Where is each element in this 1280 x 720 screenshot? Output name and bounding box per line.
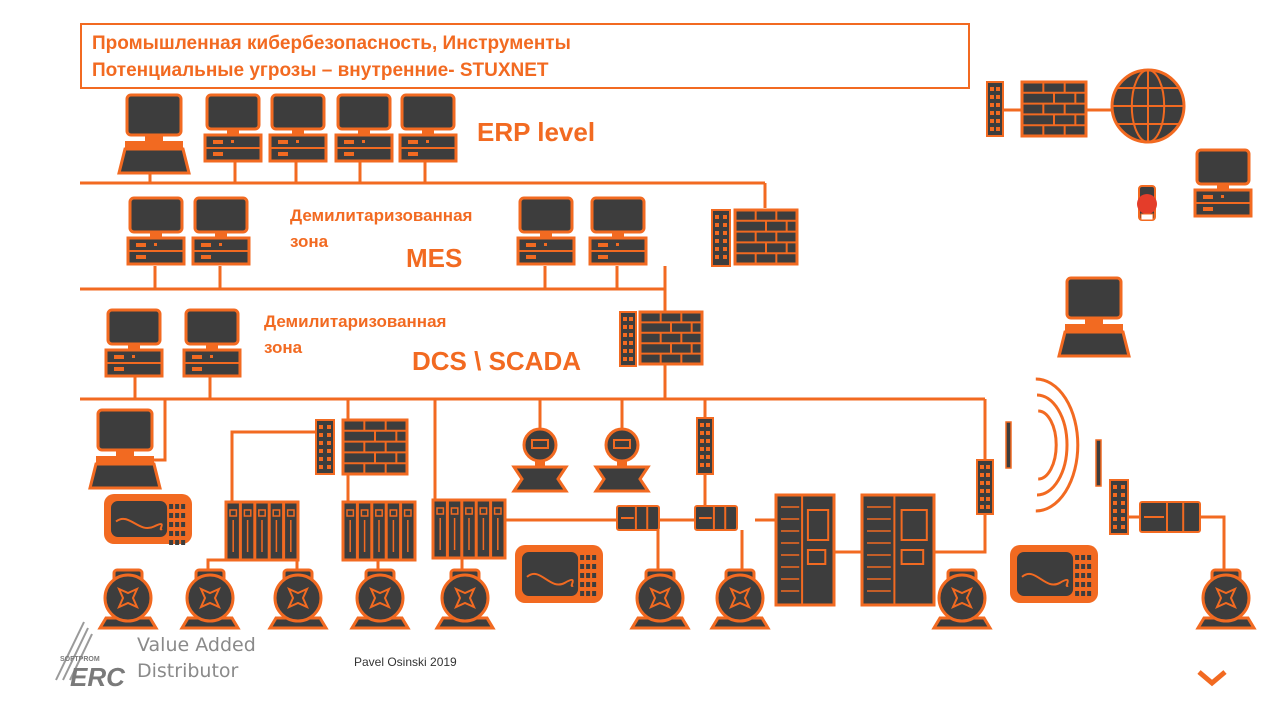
desktop-pc-icon (104, 308, 164, 378)
terminal-icon (1057, 276, 1131, 358)
switch-icon (315, 419, 335, 475)
switch-icon (711, 209, 731, 267)
motor-icon (179, 568, 241, 630)
motor-icon (97, 568, 159, 630)
io-module-icon (616, 505, 660, 531)
flowmeter-icon (593, 427, 651, 493)
io-module-icon (694, 505, 738, 531)
dmz-mes-label-1: Демилитаризованная (290, 206, 473, 225)
tagline-line-2: Distributor (137, 660, 239, 682)
logo-small-text: SOFTPROM (60, 656, 100, 663)
motor-icon (434, 568, 496, 630)
desktop-pc-icon (334, 93, 394, 163)
dmz-mes-label-2: зона (290, 232, 329, 251)
control-cabinet-icon (860, 493, 936, 607)
flowmeter-icon (511, 427, 569, 493)
switch-icon (986, 81, 1004, 137)
desktop-pc-icon (268, 93, 328, 163)
title-line-1: Промышленная кибербезопасность, Инструме… (92, 33, 571, 54)
plc-rack-icon (431, 498, 507, 560)
internet-globe-icon (1110, 68, 1186, 144)
desktop-pc-icon (516, 196, 576, 266)
firewall-icon (1020, 80, 1088, 138)
chevron-down-icon[interactable] (1196, 668, 1228, 688)
firewall-icon (733, 208, 799, 266)
hmi-panel-icon (1010, 545, 1098, 603)
dmz-dcs-label-1: Демилитаризованная (264, 312, 447, 331)
logo-text: ERC (70, 662, 125, 692)
firewall-icon (638, 310, 704, 366)
dcs-scada-label: DCS \ SCADA (412, 346, 582, 376)
desktop-pc-icon (398, 93, 458, 163)
title-line-2: Потенциальные угрозы – внутренние- STUXN… (92, 60, 549, 81)
desktop-pc-icon (588, 196, 648, 266)
control-cabinet-icon (774, 493, 836, 607)
antenna-icon (1005, 421, 1012, 469)
switch-icon (976, 459, 994, 515)
dmz-dcs-label-2: зона (264, 338, 303, 357)
switch-icon (696, 417, 714, 475)
io-module-icon (1139, 501, 1201, 533)
plc-rack-icon (224, 500, 300, 562)
motor-icon (629, 568, 691, 630)
motor-icon (1195, 568, 1257, 630)
hmi-panel-icon (104, 494, 192, 545)
author-credit: Pavel Osinski 2019 (354, 655, 457, 669)
desktop-pc-icon (203, 93, 263, 163)
switch-icon (619, 311, 637, 367)
desktop-pc-icon (126, 196, 186, 266)
terminal-icon (88, 408, 162, 490)
terminal-icon (117, 93, 191, 175)
plc-rack-icon (341, 500, 417, 562)
softprom-logo-mark (55, 621, 93, 681)
usb-stick-icon (1137, 185, 1157, 221)
tagline-line-1: Value Added (137, 634, 256, 656)
motor-icon (349, 568, 411, 630)
desktop-pc-icon (182, 308, 242, 378)
switch-icon (1109, 479, 1129, 535)
desktop-pc-icon (1193, 148, 1253, 218)
motor-icon (709, 568, 771, 630)
title-box: Промышленная кибербезопасность, Инструме… (80, 23, 970, 89)
desktop-pc-icon (191, 196, 251, 266)
hmi-panel-icon (515, 545, 603, 603)
firewall-icon (341, 418, 409, 476)
motor-icon (931, 568, 993, 630)
wireless-signal-icon (1035, 377, 1080, 513)
antenna-icon (1095, 439, 1102, 487)
mes-label: MES (406, 243, 463, 273)
erp-level-label: ERP level (477, 117, 596, 147)
motor-icon (267, 568, 329, 630)
network-devices (88, 68, 1257, 630)
